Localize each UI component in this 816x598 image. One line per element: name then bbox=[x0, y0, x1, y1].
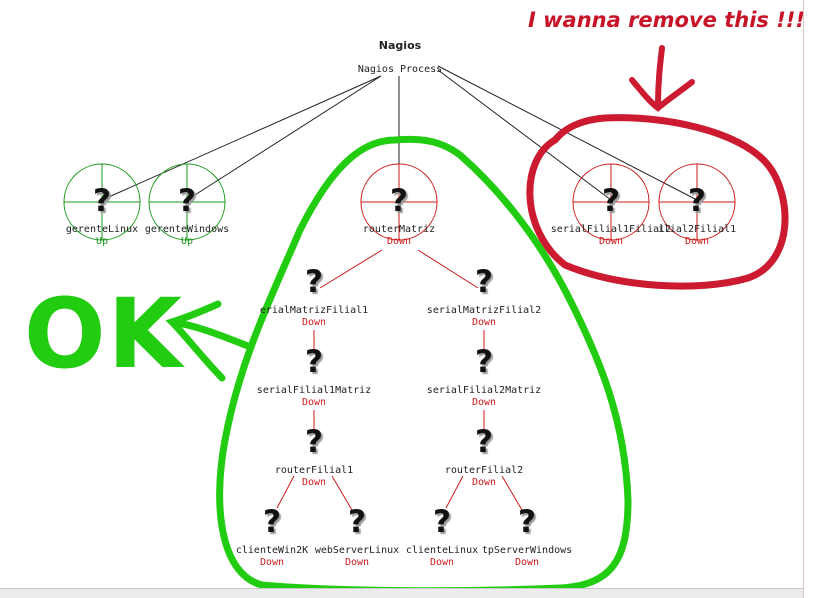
link-root-gerenteLinux bbox=[101, 75, 382, 201]
host-name-routerFilial2[interactable]: routerFilial2 bbox=[444, 465, 524, 476]
host-status-serialFilial2Matriz: Down bbox=[471, 397, 497, 408]
ring-gerenteWindows bbox=[148, 163, 226, 241]
red-annotation-outline bbox=[526, 114, 789, 290]
red-annotation-arrow bbox=[629, 45, 695, 112]
host-name-serialMatrizFilial2[interactable]: serialMatrizFilial2 bbox=[426, 305, 542, 316]
host-name-clienteLinux[interactable]: clienteLinux bbox=[405, 545, 479, 556]
question-mark-icon[interactable]: ? bbox=[305, 264, 323, 300]
link-routerMatriz-serialMatrizFilial1 bbox=[319, 249, 383, 289]
ring-gerenteLinux bbox=[63, 163, 141, 241]
question-mark-icon[interactable]: ? bbox=[263, 504, 281, 540]
window-edge bbox=[803, 0, 816, 598]
host-status-gerenteWindows: Up bbox=[180, 236, 194, 247]
host-status-routerFilial2: Down bbox=[471, 477, 497, 488]
annotation-ok-text: OK bbox=[24, 278, 184, 390]
host-status-serialFilial1Matriz: Down bbox=[301, 397, 327, 408]
host-name-clienteWin2K[interactable]: clienteWin2K bbox=[235, 545, 309, 556]
host-status-gerenteLinux: Up bbox=[95, 236, 109, 247]
host-status-ftpServerWindows: Down bbox=[514, 557, 540, 568]
host-status-clienteLinux: Down bbox=[429, 557, 455, 568]
question-mark-icon[interactable]: ? bbox=[390, 183, 408, 219]
host-status-serialMatrizFilial1: Down bbox=[301, 317, 327, 328]
link-routerFilial1-clienteWin2K bbox=[276, 475, 295, 509]
question-mark-icon[interactable]: ? bbox=[688, 183, 706, 219]
link-root-serialFilial1Filial2 bbox=[437, 69, 612, 201]
nagios-process-label[interactable]: Nagios Process bbox=[357, 64, 443, 75]
question-mark-icon[interactable]: ? bbox=[93, 183, 111, 219]
host-status-routerFilial1: Down bbox=[301, 477, 327, 488]
question-mark-icon[interactable]: ? bbox=[305, 424, 323, 460]
host-status-clienteWin2K: Down bbox=[259, 557, 285, 568]
host-status-serialMatrizFilial2: Down bbox=[471, 317, 497, 328]
host-name-gerenteLinux[interactable]: gerenteLinux bbox=[65, 224, 139, 235]
question-mark-icon[interactable]: ? bbox=[348, 504, 366, 540]
question-mark-icon[interactable]: ? bbox=[433, 504, 451, 540]
host-name-serialFilial1Filial2[interactable]: serialFilial1Filial2 bbox=[550, 224, 672, 235]
host-name-serialMatrizFilial1[interactable]: erialMatrizFilial1 bbox=[259, 305, 369, 316]
question-mark-icon[interactable]: ? bbox=[475, 424, 493, 460]
host-name-webServerLinux[interactable]: webServerLinux bbox=[314, 545, 400, 556]
ring-routerMatriz bbox=[360, 163, 438, 241]
link-routerFilial2-clienteLinux bbox=[445, 475, 464, 509]
annotation-remove-text: I wanna remove this !!!! bbox=[528, 8, 815, 32]
host-status-webServerLinux: Down bbox=[344, 557, 370, 568]
ring-serialFilial2Filial1 bbox=[658, 163, 736, 241]
host-name-routerMatriz[interactable]: routerMatriz bbox=[362, 224, 436, 235]
link-routerFilial2-ftpServerWindows bbox=[501, 475, 523, 511]
link-routerFilial1-webServerLinux bbox=[331, 475, 353, 511]
host-name-serialFilial2Matriz[interactable]: serialFilial2Matriz bbox=[426, 385, 542, 396]
nagios-root-title[interactable]: Nagios bbox=[378, 39, 422, 52]
link-root-gerenteWindows bbox=[186, 75, 382, 201]
host-name-serialFilial1Matriz[interactable]: serialFilial1Matriz bbox=[256, 385, 372, 396]
host-status-serialFilial2Filial1: Down bbox=[684, 236, 710, 247]
host-name-gerenteWindows[interactable]: gerenteWindows bbox=[144, 224, 230, 235]
question-mark-icon[interactable]: ? bbox=[178, 183, 196, 219]
host-status-serialFilial1Filial2: Down bbox=[598, 236, 624, 247]
question-mark-icon[interactable]: ? bbox=[475, 264, 493, 300]
host-status-routerMatriz: Down bbox=[386, 236, 412, 247]
bottom-scrollbar[interactable] bbox=[0, 588, 803, 598]
link-routerMatriz-serialMatrizFilial2 bbox=[417, 249, 479, 289]
green-annotation-arrow bbox=[165, 300, 252, 382]
host-name-ftpServerWindows[interactable]: tpServerWindows bbox=[481, 545, 573, 556]
host-name-routerFilial1[interactable]: routerFilial1 bbox=[274, 465, 354, 476]
question-mark-icon[interactable]: ? bbox=[475, 344, 493, 380]
question-mark-icon[interactable]: ? bbox=[602, 183, 620, 219]
question-mark-icon[interactable]: ? bbox=[518, 504, 536, 540]
host-name-serialFilial2Filial1[interactable]: ilial2Filial1 bbox=[657, 224, 737, 235]
ring-serialFilial1Filial2 bbox=[572, 163, 650, 241]
question-mark-icon[interactable]: ? bbox=[305, 344, 323, 380]
